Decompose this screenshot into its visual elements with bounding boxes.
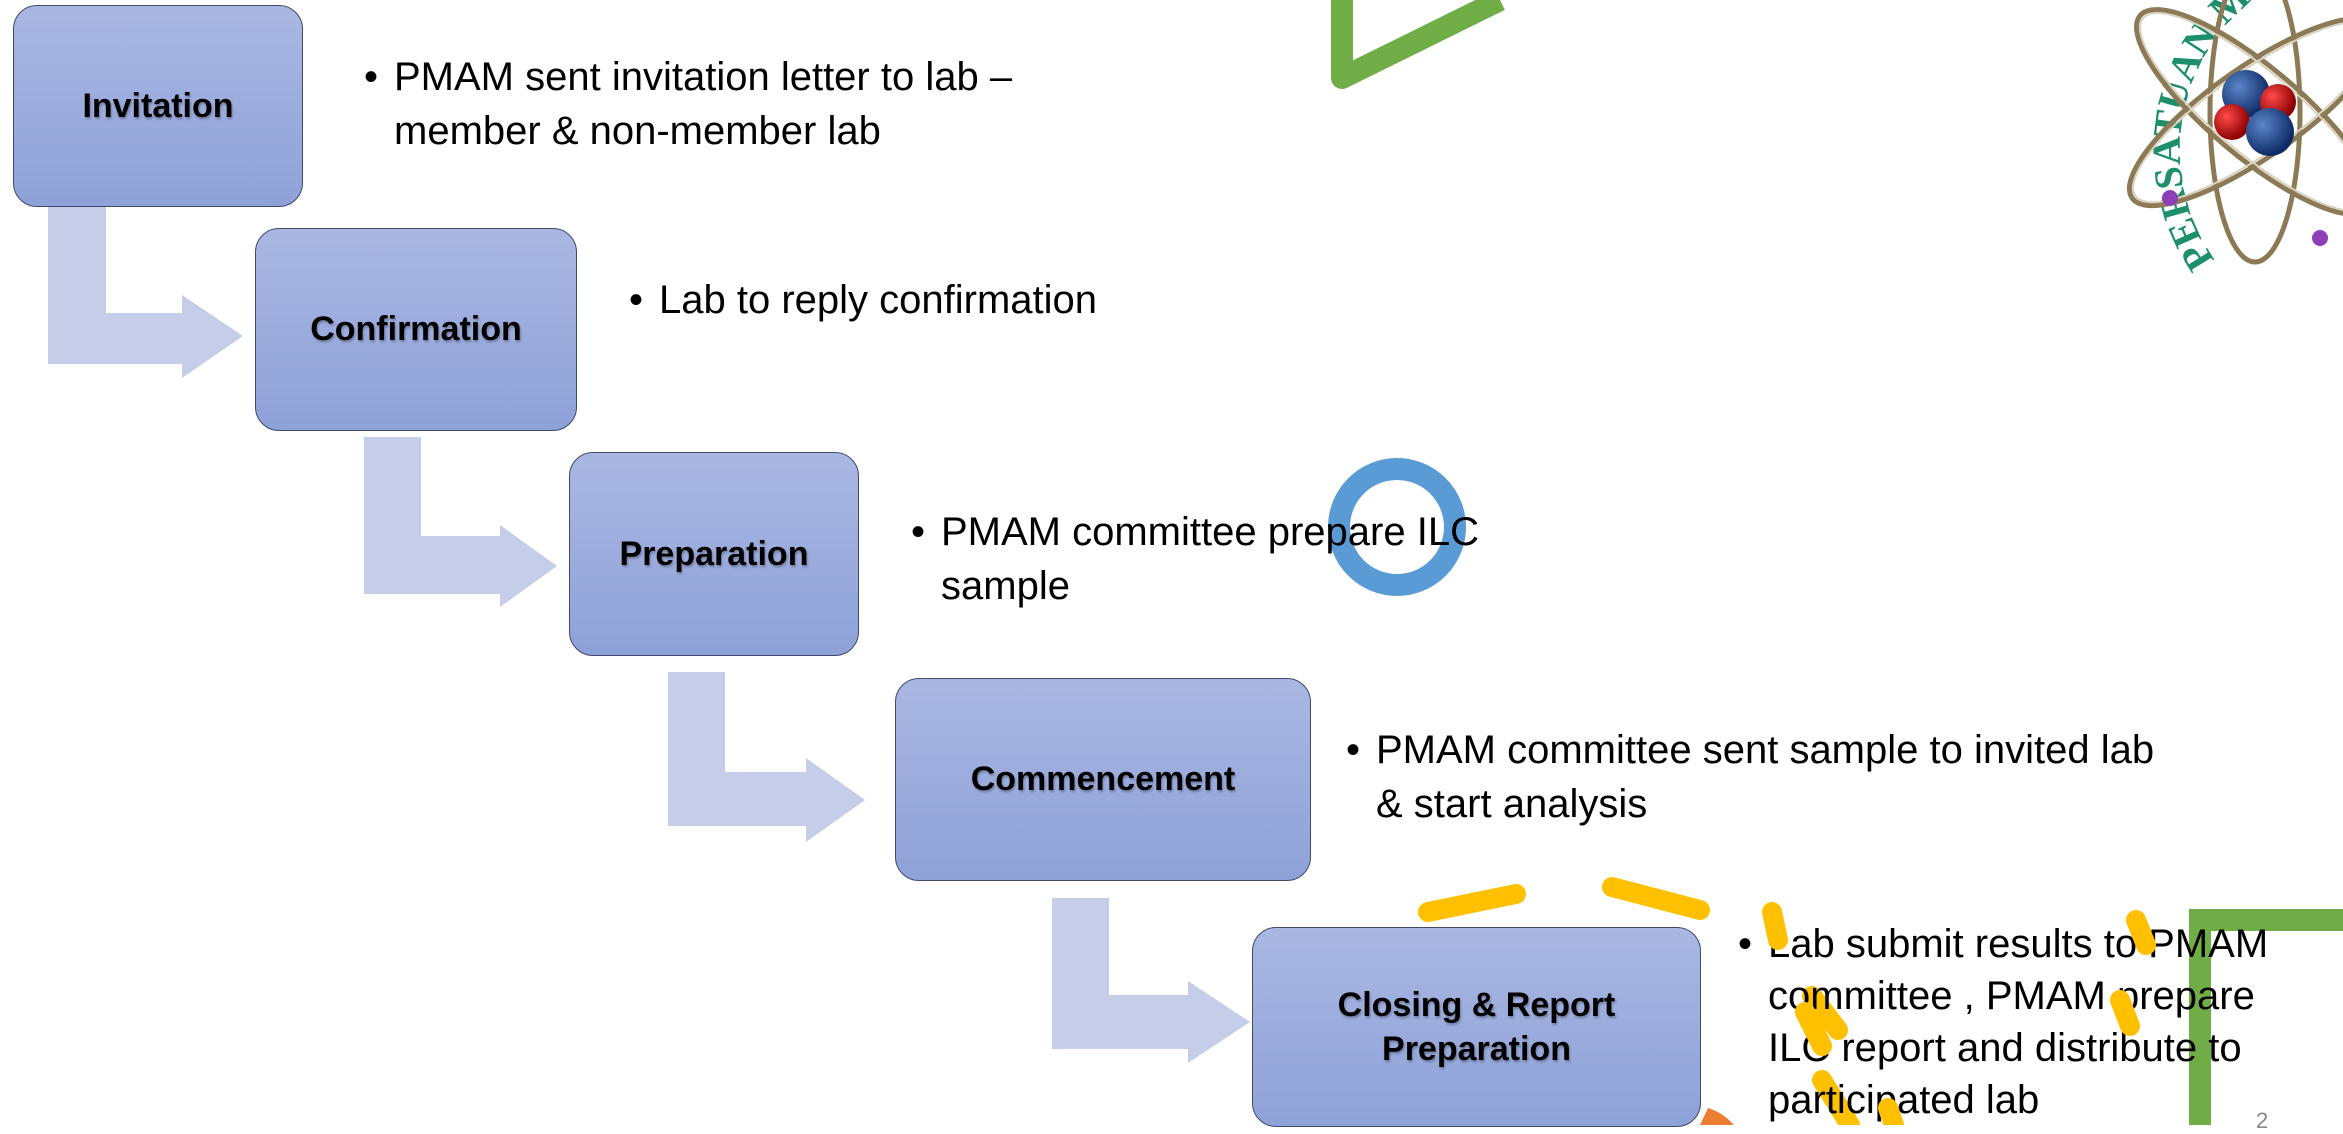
step-invitation-box: Invitation: [13, 5, 303, 207]
connector-arrow: [668, 672, 865, 842]
page-number: 2: [2256, 1108, 2269, 1133]
step-closing-report-box: Closing & Report Preparation: [1252, 927, 1701, 1127]
step-preparation-box: Preparation: [569, 452, 859, 656]
yellow-dashed-arc-shape: [1418, 877, 1860, 1125]
bullet-dot: •: [911, 510, 926, 554]
green-bracket-shape: [2189, 909, 2343, 1125]
orange-arc-shape: [1700, 1108, 1734, 1125]
step-confirmation-box: Confirmation: [255, 228, 577, 431]
step-closing-report-description: • Lab submit results to PMAM committee ,…: [1738, 918, 2343, 1126]
connector-arrows: [48, 207, 1250, 1063]
bullet-dot: •: [364, 55, 379, 99]
green-triangle-shape: [1331, 0, 1505, 89]
bullet-dot: •: [1346, 728, 1361, 772]
blue-ring-shape: [1328, 458, 1466, 596]
step-commencement-box: Commencement: [895, 678, 1311, 881]
bullet-text: Lab to reply confirmation: [659, 278, 1098, 322]
atom-logo: PERSATUAN MAK: [2126, 0, 2343, 279]
bullet-dot: •: [1738, 922, 1753, 966]
bullet-text: PMAM sent invitation letter to lab – mem…: [394, 55, 1013, 153]
connector-arrow: [1052, 898, 1250, 1063]
bullet-dot: •: [629, 278, 644, 322]
connector-arrow: [364, 437, 557, 607]
step-preparation-description: • PMAM committee prepare ILC sample: [911, 505, 1711, 613]
bullet-text: PMAM committee sent sample to invited la…: [1376, 728, 2155, 826]
bullet-text: PMAM committee prepare ILC sample: [941, 510, 1479, 608]
connector-arrow: [48, 207, 243, 378]
step-commencement-description: • PMAM committee sent sample to invited …: [1346, 723, 2306, 831]
bullet-text: Lab submit results to PMAM committee , P…: [1768, 922, 2269, 1122]
step-confirmation-description: • Lab to reply confirmation: [629, 273, 1429, 327]
step-invitation-description: • PMAM sent invitation letter to lab – m…: [364, 50, 1164, 158]
